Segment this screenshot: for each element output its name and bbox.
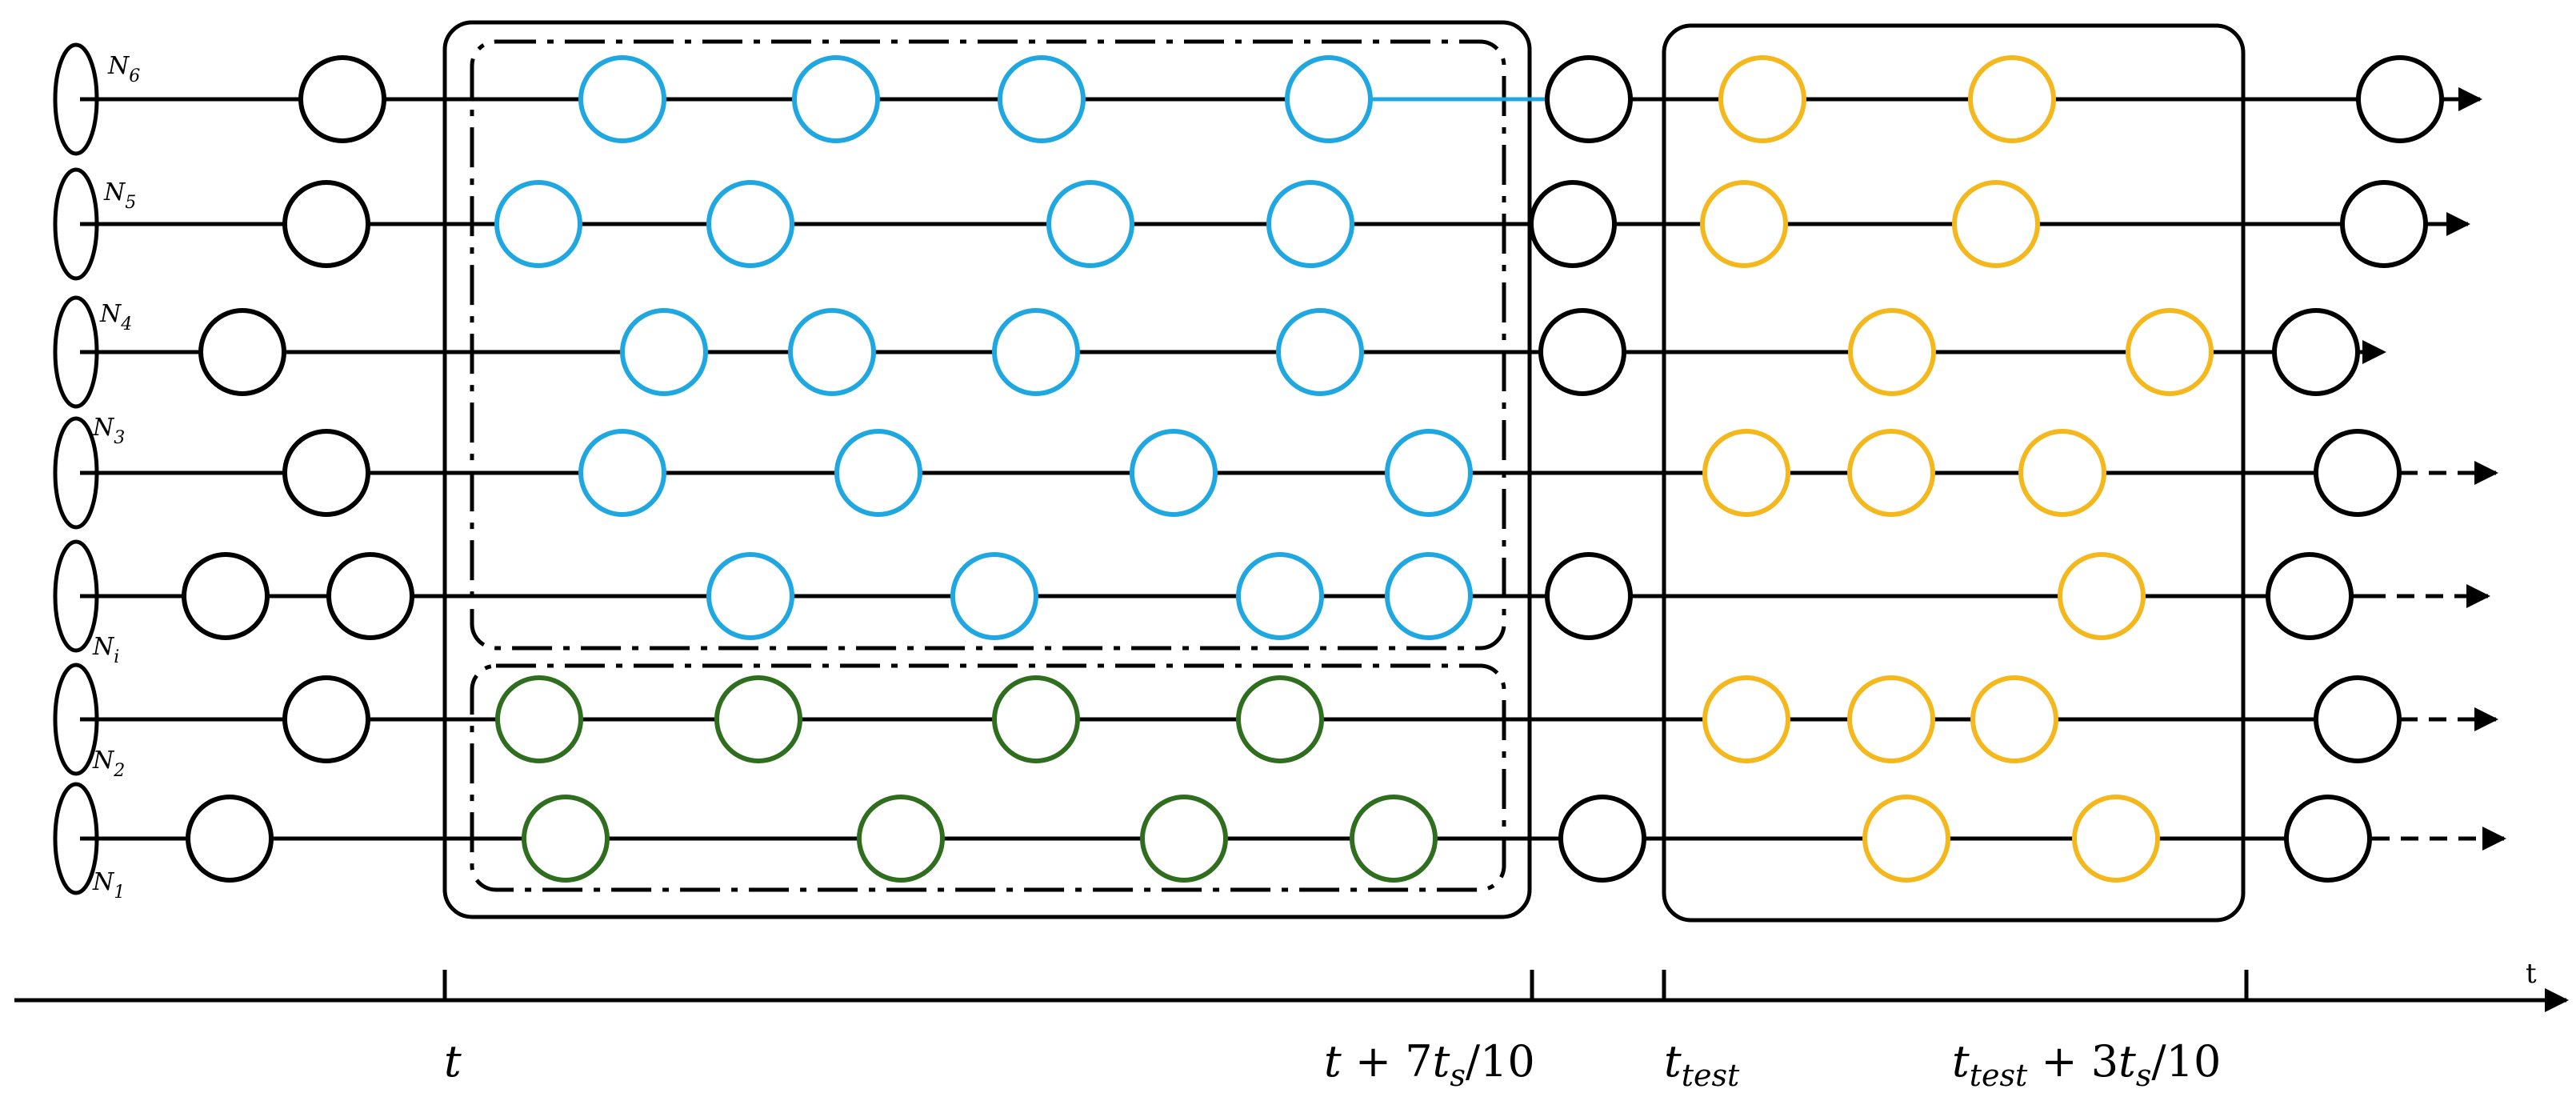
yellow-event-circle [2018,429,2106,517]
black-event-circle [282,675,370,763]
node-row [53,295,2386,409]
blue-event-circle [792,55,880,143]
black-event-circle [2266,552,2354,640]
blue-event-circle [1385,552,1473,640]
green-cluster-group [470,663,1506,892]
yellow-event-circle [1847,675,1935,763]
axis-tick-label: ttest [1664,1036,1740,1093]
black-event-circle [2340,180,2428,268]
node-row [53,663,2498,776]
node-row [53,539,2490,653]
axis-tick-label: t + 7ts/10 [1324,1036,1535,1093]
node-rows [53,42,2506,895]
blue-event-circle [992,308,1080,396]
blue-event-circle [834,429,922,517]
yellow-event-circle [1952,180,2040,268]
node-row [53,167,2470,281]
blue-event-circle [788,308,876,396]
green-event-circle [522,795,610,883]
black-event-circle [2272,308,2360,396]
yellow-event-circle [1847,429,1935,517]
black-event-circle [282,429,370,517]
node-label: N6 [107,52,140,86]
yellow-event-circle [1718,55,1806,143]
black-event-circle [1558,795,1646,883]
yellow-event-circle [2072,795,2160,883]
axis-tick-label: t [444,1036,462,1087]
green-event-circle [495,675,583,763]
blue-cluster-group [470,39,1506,651]
blue-event-circle [706,180,794,268]
blue-event-circle [1046,180,1134,268]
black-event-circle [298,55,386,143]
time-axis-ticks: t t + 7ts/10 ttest ttest + 3ts/10 [442,970,2249,1093]
training-window-box [442,20,1532,919]
node-row [53,42,2482,156]
yellow-event-circle [1970,675,2058,763]
green-event-circle [992,675,1080,763]
blue-event-circle [578,55,666,143]
axis-tick-label: ttest + 3ts/10 [1952,1036,2221,1093]
black-event-circle [2314,429,2402,517]
blue-event-circle [1285,55,1373,143]
node-label: N1 [92,868,125,903]
black-event-circle [2314,675,2402,763]
blue-event-circle [950,552,1038,640]
black-event-circle [198,308,286,396]
green-event-circle [1236,675,1324,763]
black-event-circle [2356,55,2444,143]
blue-event-circle [578,429,666,517]
blue-event-circle [1130,429,1218,517]
yellow-event-circle [1700,180,1788,268]
green-event-circle [1350,795,1438,883]
green-event-circle [857,795,945,883]
node-label: N4 [99,300,132,334]
black-event-circle [1529,180,1617,268]
yellow-event-circle [2126,308,2214,396]
black-event-circle [1538,308,1626,396]
black-event-circle [2284,795,2372,883]
yellow-event-circle [1862,795,1950,883]
node-row [53,416,2498,530]
blue-event-circle [620,308,708,396]
yellow-event-circle [1848,308,1936,396]
blue-event-circle [1385,429,1473,517]
black-event-circle [1545,552,1633,640]
black-event-circle [282,180,370,268]
black-event-circle [1545,55,1633,143]
yellow-event-circle [1702,429,1790,517]
green-event-circle [1140,795,1228,883]
time-axis-letter: t [2526,958,2537,990]
blue-event-circle [998,55,1086,143]
yellow-event-circle [1702,675,1790,763]
node-label: N2 [92,747,125,781]
node-label: Ni [92,633,119,667]
black-event-circle [182,552,270,640]
blue-event-circle [1266,180,1354,268]
blue-event-circle [706,552,794,640]
node-label: N5 [103,178,136,213]
node-label: N3 [92,414,125,448]
black-event-circle [186,795,274,883]
blue-event-circle [494,180,582,268]
yellow-event-circle [1968,55,2056,143]
blue-event-circle [1236,552,1324,640]
node-row [53,782,2506,895]
yellow-event-circle [2058,552,2146,640]
black-event-circle [326,552,414,640]
green-event-circle [714,675,802,763]
blue-event-circle [1276,308,1364,396]
